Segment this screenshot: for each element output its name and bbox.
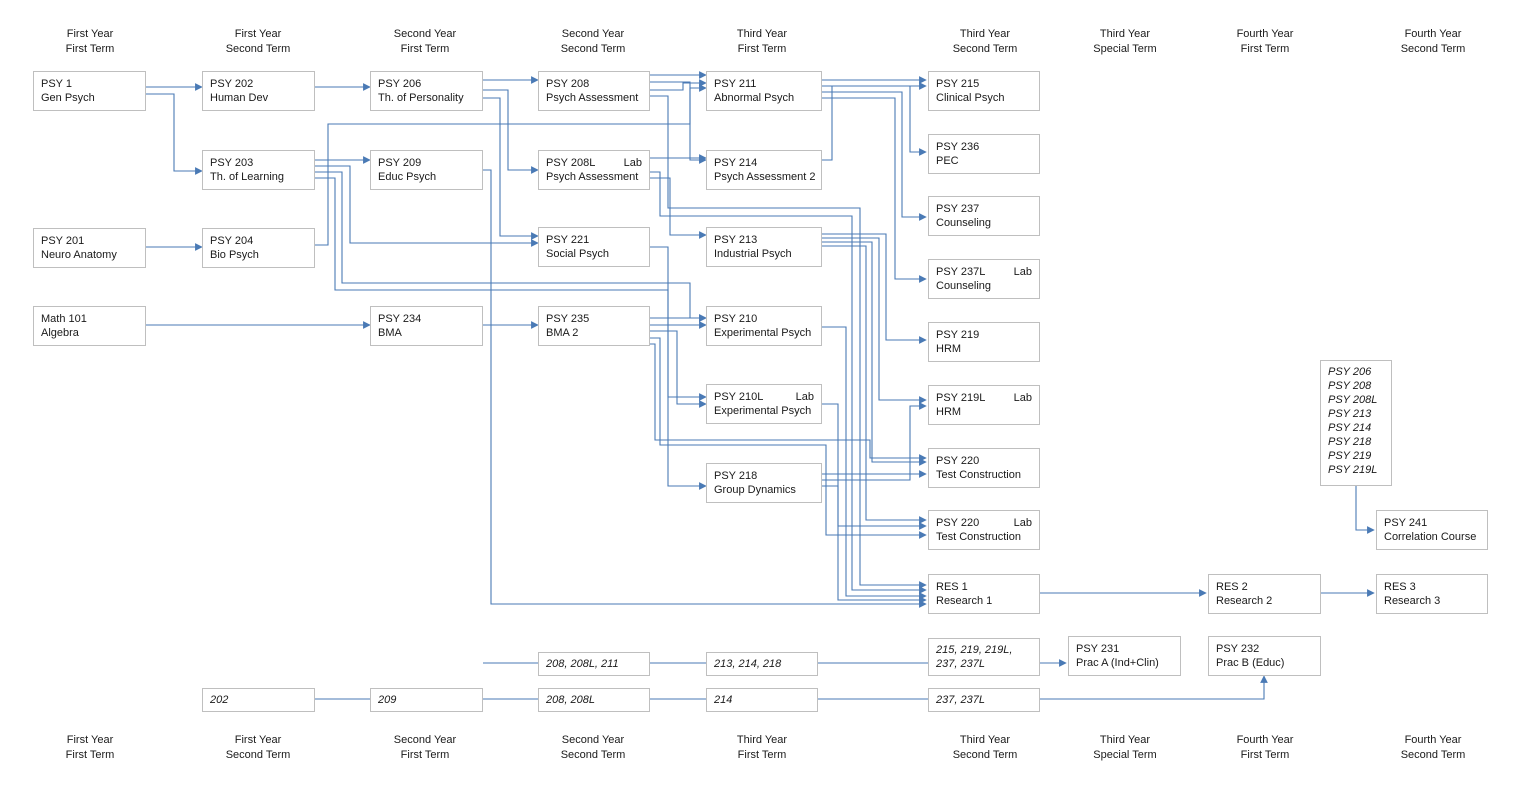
prereq-item: PSY 206 [1328,366,1372,378]
prereq-item: PSY 213 [1328,408,1372,420]
connector [315,165,539,247]
connector [650,79,707,91]
prereq-item: PSY 218 [1328,436,1372,448]
prac-b-requirement-box: 208, 208L [538,688,650,712]
prac-a-requirement-box: 213, 214, 218 [706,652,818,676]
prereq-item: PSY 214 [1328,422,1372,434]
connector [650,81,707,164]
connector [650,177,707,239]
connector [822,85,927,156]
connector [650,95,927,589]
connector [650,337,927,539]
connector [650,330,707,408]
connector [483,169,927,608]
connector [822,97,927,283]
prac-b-requirement-box: 202 [202,688,315,712]
connector [650,171,927,594]
connector [650,343,927,462]
prac-a-requirement-box: 208, 208L, 211 [538,652,650,676]
correlation-prerequisite-list: PSY 206 PSY 208 PSY 208L PSY 213 PSY 214… [1320,360,1392,486]
connector [822,82,927,161]
connector [822,485,927,530]
connector [1040,675,1268,700]
prereq-item: PSY 208L [1328,394,1378,406]
prereq-item: PSY 208 [1328,380,1372,392]
connector [483,97,539,240]
connector [315,84,707,246]
connector [650,246,707,490]
prac-b-requirement-box: 209 [370,688,483,712]
connector [315,177,707,401]
prereq-item: PSY 219 [1328,450,1372,462]
connector [822,402,927,481]
prereq-item: PSY 219L [1328,464,1378,476]
prac-a-requirement-box: 215, 219, 219L,237, 237L [928,638,1040,676]
prac-b-requirement-box: 214 [706,688,818,712]
connector [822,241,927,466]
connector [822,237,927,404]
connector [822,326,927,600]
connector [483,89,539,174]
connector [822,91,927,221]
prac-b-requirement-box: 237, 237L [928,688,1040,712]
connector [146,93,203,175]
connector [822,233,927,344]
connector [1355,486,1375,534]
connector [822,245,927,524]
